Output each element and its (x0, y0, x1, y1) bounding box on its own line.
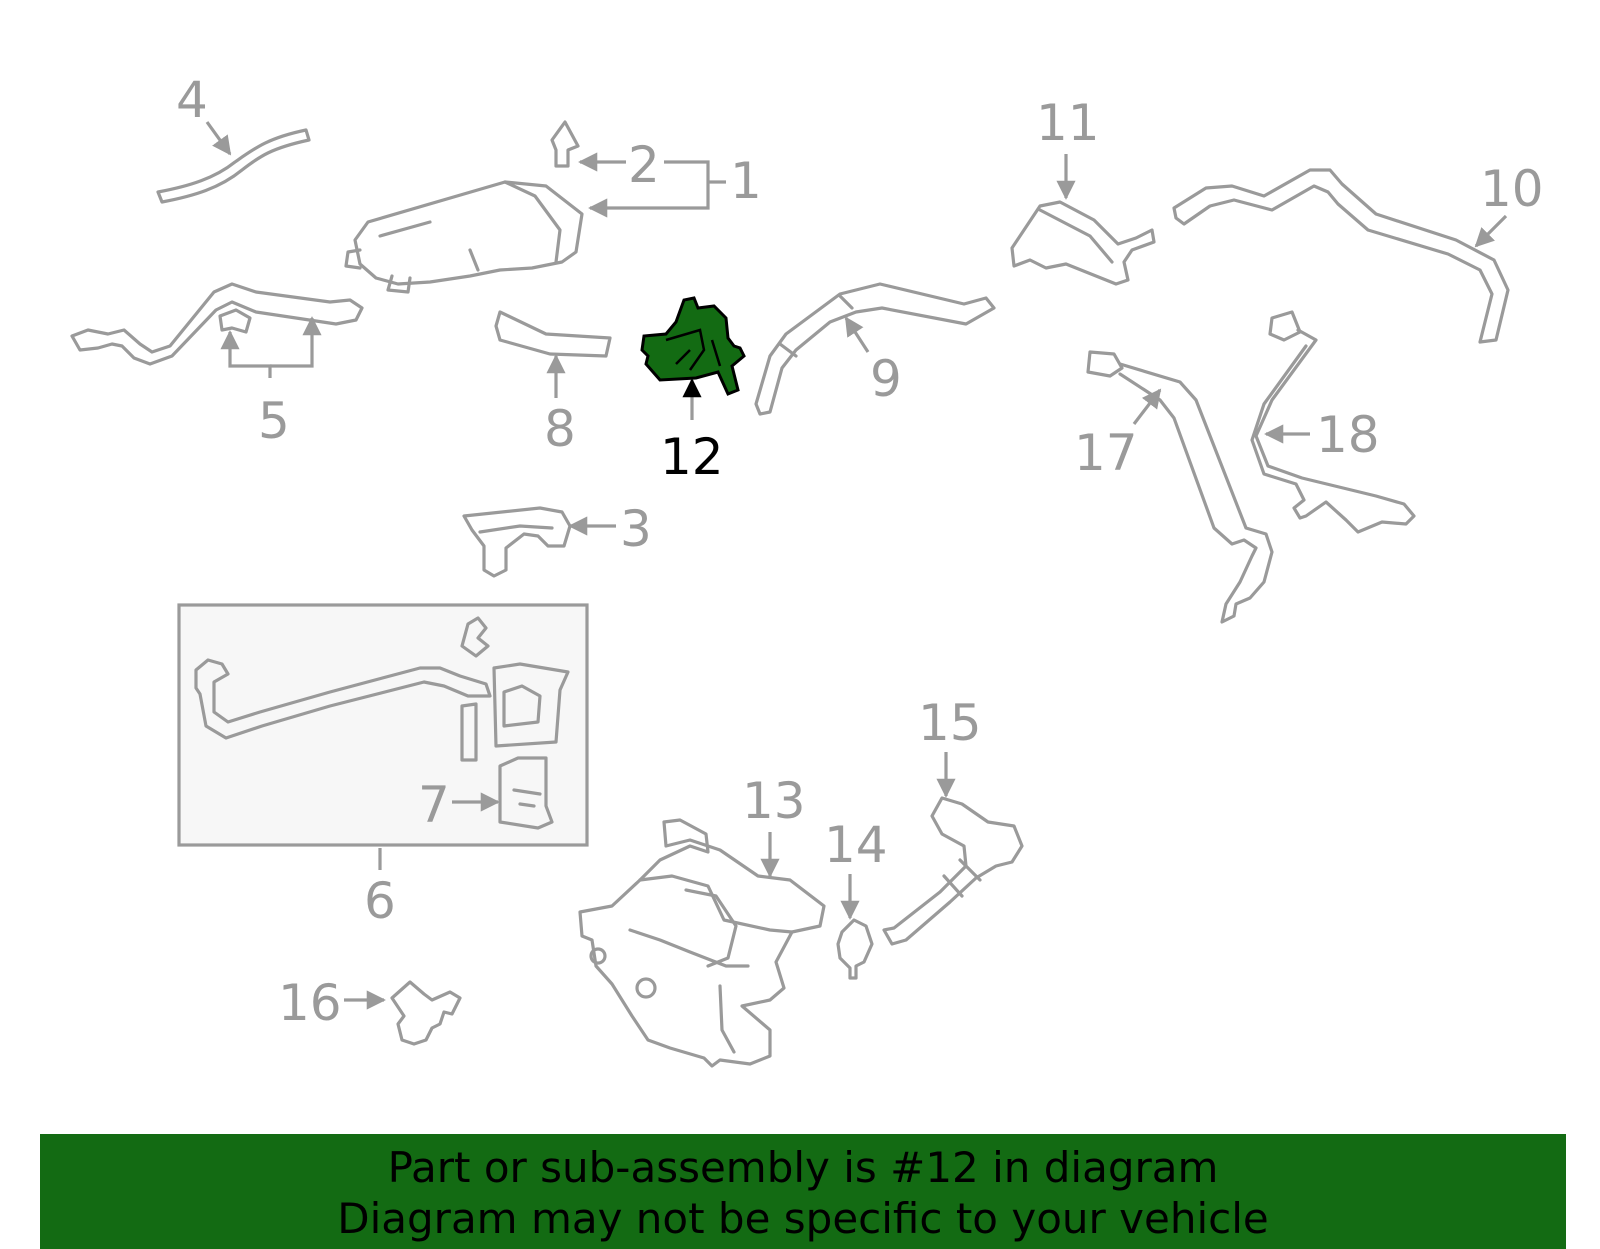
label-9: 9 (870, 350, 902, 408)
part-10-hose[interactable] (1172, 168, 1510, 344)
label-16: 16 (278, 974, 342, 1032)
part-9-hose[interactable] (754, 282, 996, 416)
label-11: 11 (1036, 94, 1100, 152)
info-banner: Part or sub-assembly is #12 in diagram D… (40, 1134, 1566, 1249)
part-13-housing[interactable] (578, 818, 826, 1068)
part-8-bracket[interactable] (494, 310, 612, 358)
part-1-canister[interactable] (344, 180, 584, 294)
banner-line-1: Part or sub-assembly is #12 in diagram (387, 1143, 1219, 1192)
callout-labels: 4 2 1 5 8 12 9 11 10 17 18 3 7 6 13 14 1… (176, 71, 1544, 1032)
label-3: 3 (620, 500, 652, 558)
label-12: 12 (660, 428, 724, 486)
label-18: 18 (1316, 406, 1380, 464)
label-7: 7 (418, 776, 450, 834)
label-1: 1 (730, 152, 762, 210)
part-2-clip[interactable] (550, 120, 580, 168)
leader-lines (205, 121, 1508, 1010)
part-11-module[interactable] (1010, 200, 1156, 286)
part-5-vapor-line[interactable] (70, 282, 364, 366)
part-3-bracket[interactable] (462, 506, 572, 578)
part-16-clip[interactable] (390, 980, 462, 1046)
label-2: 2 (628, 136, 660, 194)
label-6: 6 (364, 872, 396, 930)
part-12-highlighted[interactable] (640, 296, 746, 396)
part-6-assembly-box[interactable] (177, 603, 589, 847)
part-18-sensor[interactable] (1250, 310, 1416, 534)
label-13: 13 (742, 772, 806, 830)
label-10: 10 (1480, 160, 1544, 218)
label-14: 14 (824, 816, 888, 874)
part-15-hose[interactable] (882, 796, 1024, 946)
label-8: 8 (544, 400, 576, 458)
part-4-hose[interactable] (156, 128, 311, 204)
part-14-plug[interactable] (836, 918, 874, 980)
part-17-sensor[interactable] (1086, 350, 1274, 624)
banner-line-2: Diagram may not be specific to your vehi… (337, 1194, 1269, 1243)
label-4: 4 (176, 71, 208, 129)
label-5: 5 (258, 392, 290, 450)
label-15: 15 (918, 694, 982, 752)
label-17: 17 (1074, 424, 1138, 482)
